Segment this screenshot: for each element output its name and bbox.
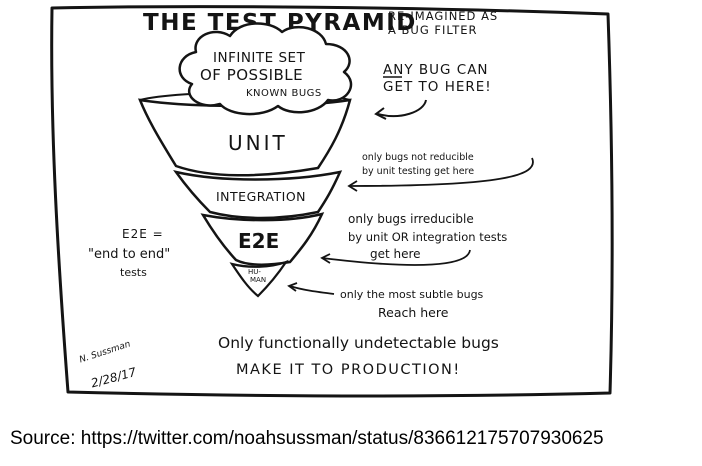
any-bug-arrow	[377, 99, 427, 118]
cloud-line-2: OF POSSIBLE	[200, 66, 303, 84]
cloud-line-1: INFINITE SET	[213, 50, 306, 66]
after-integration-note-line-2: by unit OR integration tests	[348, 230, 507, 244]
cloud-line-3: KNOWN BUGS	[246, 88, 322, 99]
e2e-definition-line-2: "end to end"	[88, 247, 170, 262]
after-unit-note-line-2: by unit testing get here	[362, 166, 474, 177]
funnel-human-layer	[229, 259, 289, 298]
known-bugs-cloud	[178, 22, 353, 116]
e2e-label: E2E	[238, 229, 279, 253]
conclusion-line-1: Only functionally undetectable bugs	[218, 334, 499, 352]
any-bug-arrowhead	[374, 107, 387, 120]
conclusion-line-2: MAKE IT TO PRODUCTION!	[236, 362, 461, 378]
unit-label: UNIT	[228, 131, 288, 155]
after-e2e-note-line-2: Reach here	[378, 305, 449, 320]
after-unit-arrowhead	[347, 180, 358, 192]
integration-label: INTEGRATION	[216, 189, 306, 204]
after-e2e-note-line-1: only the most subtle bugs	[340, 288, 484, 301]
signature-date: 2/28/17	[89, 365, 138, 391]
after-unit-arrow	[349, 157, 534, 187]
after-integration-note-line-1: only bugs irreducible	[348, 212, 474, 226]
sketch-border	[50, 5, 614, 398]
any-bug-note-line-1: ANY BUG CAN	[383, 62, 489, 78]
funnel-integration-layer	[173, 170, 343, 220]
after-e2e-arrow	[289, 285, 335, 295]
signature-name: N. Sussman	[78, 339, 132, 365]
subtitle-line-1: RE-IMAGINED AS	[388, 9, 498, 23]
after-integration-note-line-3: get here	[370, 247, 421, 261]
after-unit-note-line-1: only bugs not reducible	[362, 152, 474, 163]
any-bug-note-line-2: GET TO HERE!	[383, 79, 492, 95]
source-caption: Source: https://twitter.com/noahsussman/…	[10, 428, 604, 449]
after-e2e-arrowhead	[287, 282, 298, 292]
human-label-2: MAN	[250, 276, 266, 284]
human-label-1: HU-	[248, 268, 261, 276]
e2e-definition-line-1: E2E =	[122, 227, 164, 241]
after-integration-arrowhead	[320, 253, 331, 264]
after-integration-arrow	[321, 249, 471, 266]
funnel-e2e-layer	[200, 212, 325, 266]
subtitle-line-2: A BUG FILTER	[388, 23, 478, 37]
e2e-definition-line-3: tests	[120, 266, 147, 279]
